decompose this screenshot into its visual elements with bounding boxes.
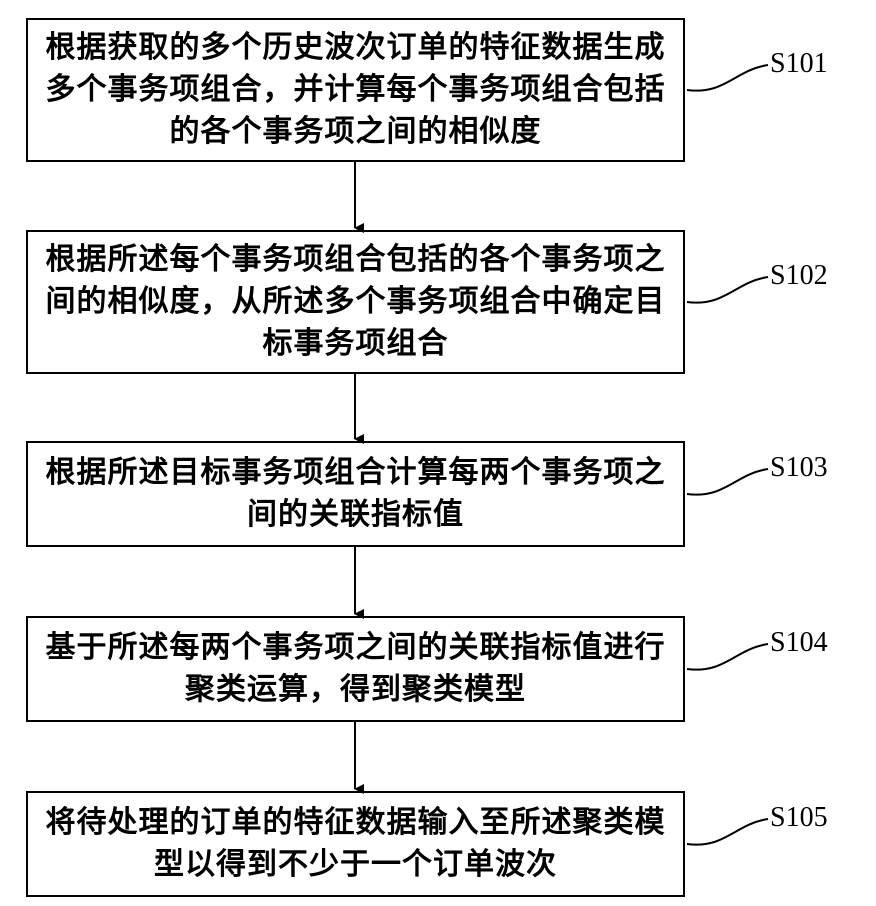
step-box-s105: 将待处理的订单的特征数据输入至所述聚类模型以得到不少于一个订单波次 [26,791,685,897]
step-text-s102: 根据所述每个事务项组合包括的各个事务项之间的相似度，从所述多个事务项组合中确定目… [46,239,666,365]
step-box-s104: 基于所述每两个事务项之间的关联指标值进行聚类运算，得到聚类模型 [26,616,685,722]
leader-s102 [687,277,768,303]
step-text-s104: 基于所述每两个事务项之间的关联指标值进行聚类运算，得到聚类模型 [46,627,666,711]
leader-s105 [687,819,768,845]
leader-s103 [687,469,768,495]
step-text-s101: 根据获取的多个历史波次订单的特征数据生成多个事务项组合，并计算每个事务项组合包括… [46,27,666,153]
step-text-s103: 根据所述目标事务项组合计算每两个事务项之间的关联指标值 [46,452,666,536]
step-label-s102: S102 [770,260,828,292]
step-label-s103: S103 [770,452,828,484]
step-box-s101: 根据获取的多个历史波次订单的特征数据生成多个事务项组合，并计算每个事务项组合包括… [26,18,685,162]
step-box-s103: 根据所述目标事务项组合计算每两个事务项之间的关联指标值 [26,441,685,547]
step-label-s105: S105 [770,802,828,834]
step-text-s105: 将待处理的订单的特征数据输入至所述聚类模型以得到不少于一个订单波次 [46,802,666,886]
step-box-s102: 根据所述每个事务项组合包括的各个事务项之间的相似度，从所述多个事务项组合中确定目… [26,230,685,374]
leader-s101 [687,65,768,91]
step-label-s101: S101 [770,48,828,80]
leader-s104 [687,644,768,670]
step-label-s104: S104 [770,627,828,659]
